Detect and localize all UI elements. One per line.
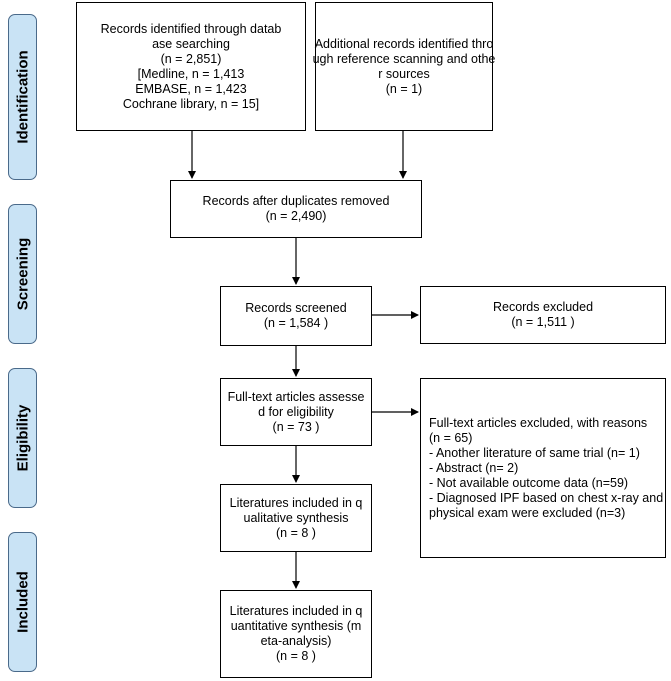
box-line: Literatures included in q	[229, 604, 363, 618]
box-after-duplicates: Records after duplicates removed(n = 2,4…	[170, 180, 422, 238]
box-line: r sources	[378, 66, 430, 81]
box-line: d for eligibility	[258, 404, 334, 419]
box-line: (n = 8 )	[276, 649, 316, 663]
box-line: Literatures included in q	[229, 495, 363, 510]
box-records-excluded: Records excluded(n = 1,511 )	[420, 286, 666, 344]
box-line: Records excluded	[492, 300, 594, 314]
box-line: Full-text articles excluded, with reason…	[429, 415, 648, 430]
box-line: ase searching	[152, 36, 230, 51]
box-line: (n = 2,490)	[265, 209, 327, 223]
box-line: uantitative synthesis (m	[230, 619, 362, 633]
box-line: Cochrane library, n = 15]	[122, 96, 260, 111]
box-line: - Abstract (n= 2)	[429, 460, 519, 475]
box-line: eta-analysis)	[260, 634, 332, 648]
box-line: (n = 2,851)	[160, 51, 222, 66]
box-line: Records identified through datab	[100, 21, 282, 36]
box-line: ugh reference scanning and othe	[312, 51, 496, 66]
box-records-screened: Records screened(n = 1,584 )	[220, 286, 372, 346]
phase-eligibility: Eligibility	[8, 368, 37, 508]
box-line: (n = 8 )	[276, 525, 316, 540]
box-line: (n = 73 )	[272, 419, 320, 434]
phase-screening: Screening	[8, 204, 37, 344]
box-line: [Medline, n = 1,413	[137, 66, 245, 81]
box-line: (n = 1,511 )	[511, 315, 575, 329]
box-line: ualitative synthesis	[243, 510, 349, 525]
box-line: (n = 65)	[429, 430, 473, 445]
box-line: - Another literature of same trial (n= 1…	[429, 445, 640, 460]
box-line: EMBASE, n = 1,423	[135, 81, 247, 96]
box-line: Records screened	[245, 301, 347, 315]
box-line: Additional records identified thro	[314, 36, 494, 51]
box-line: (n = 1,584 )	[263, 316, 329, 330]
phase-identification: Identification	[8, 14, 37, 180]
box-fulltext-excluded: Full-text articles excluded, with reason…	[420, 378, 666, 558]
box-line: (n = 1)	[385, 81, 423, 96]
box-line: Records after duplicates removed	[202, 194, 390, 208]
box-line: - Diagnosed IPF based on chest x-ray and	[429, 490, 664, 505]
box-line: Full-text articles assesse	[227, 389, 365, 404]
box-line: - Not available outcome data (n=59)	[429, 475, 629, 490]
phase-included: Included	[8, 532, 37, 672]
box-line: physical exam were excluded (n=3)	[429, 505, 626, 520]
